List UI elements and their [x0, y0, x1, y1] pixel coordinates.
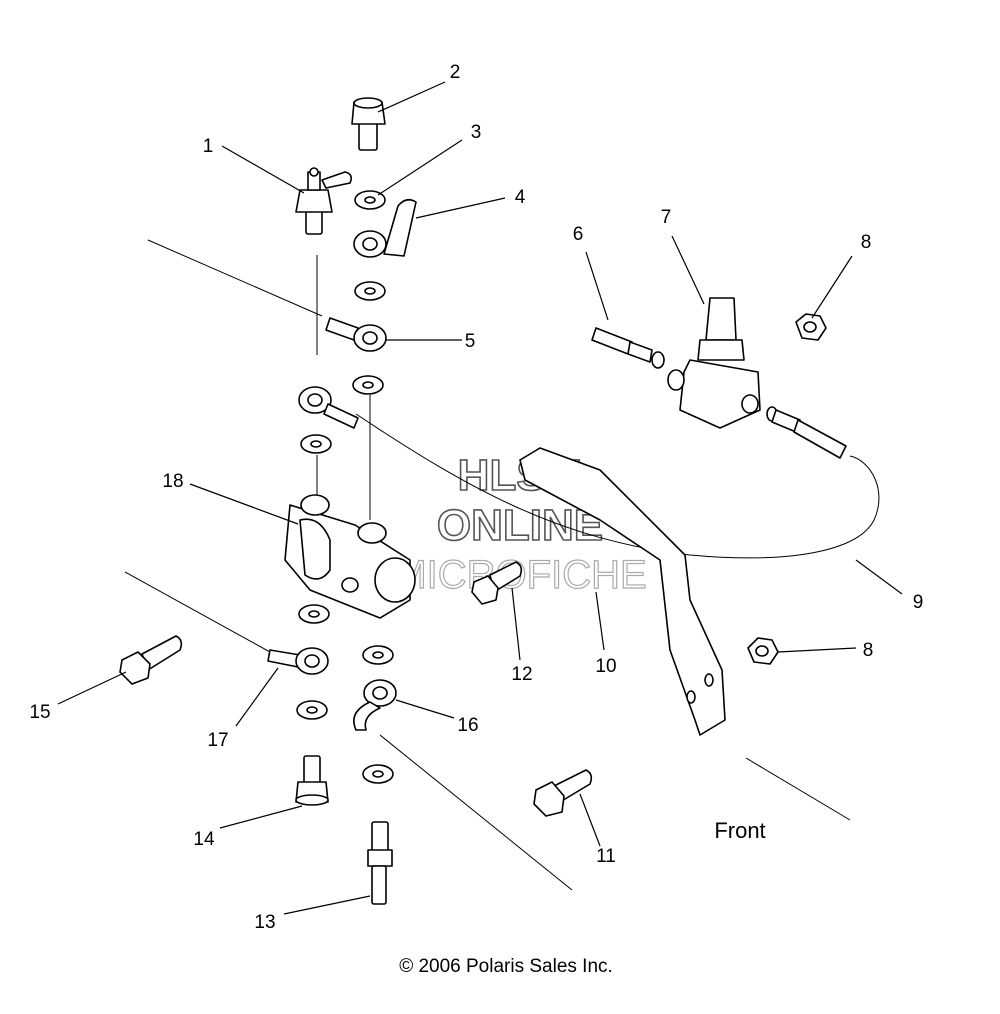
- callout-1: 1: [203, 136, 214, 157]
- part-12-bolt: [471, 561, 523, 605]
- washers-left: [296, 434, 332, 720]
- callout-12: 12: [511, 664, 532, 685]
- banjo-lower: [298, 386, 359, 429]
- callout-15: 15: [29, 702, 50, 723]
- part-11-bolt: [533, 769, 593, 817]
- callout-11: 11: [596, 846, 616, 867]
- callout-4: 4: [515, 187, 526, 208]
- callout-17: 17: [207, 730, 228, 751]
- part-4-banjo-fitting: [353, 198, 417, 258]
- callout-5: 5: [465, 331, 476, 352]
- part-2-banjo-bolt: [351, 97, 386, 151]
- callout-labels: 1 2 3 4 5 6 7 8 9 10 11 12 13 14 15 16 1…: [29, 62, 923, 933]
- copyright-text: © 2006 Polaris Sales Inc.: [399, 956, 613, 977]
- callout-9: 9: [913, 592, 924, 613]
- front-label: Front: [714, 818, 765, 843]
- part-13-stud: [367, 821, 393, 905]
- callout-7: 7: [661, 207, 672, 228]
- part-8-nut-upper: [795, 313, 827, 341]
- callout-3: 3: [471, 122, 482, 143]
- callout-8-lower: 8: [863, 640, 874, 661]
- part-16-banjo: [353, 679, 397, 731]
- part-7-valve: [667, 297, 761, 429]
- callout-16: 16: [457, 715, 478, 736]
- callout-6: 6: [573, 224, 584, 245]
- part-1-switch: [295, 167, 352, 235]
- part-8-nut-lower: [747, 637, 779, 665]
- part-14-banjo-bolt: [295, 755, 329, 806]
- callout-10: 10: [595, 656, 616, 677]
- part-18-distribution-block: [284, 494, 416, 619]
- callout-2: 2: [450, 62, 461, 83]
- callout-18: 18: [162, 471, 183, 492]
- part-15-bolt: [119, 635, 183, 685]
- washers-right: [352, 190, 394, 784]
- callout-8: 8: [861, 232, 872, 253]
- callout-14: 14: [193, 829, 215, 850]
- leader-lines: [57, 81, 903, 915]
- part-17-banjo: [267, 647, 329, 675]
- guide-lines: [124, 239, 880, 891]
- part-6-fitting: [591, 327, 665, 369]
- part-5-banjo: [325, 317, 387, 352]
- line-9-fitting: [766, 406, 847, 459]
- part-10-bracket: [519, 447, 726, 736]
- callout-13: 13: [254, 912, 275, 933]
